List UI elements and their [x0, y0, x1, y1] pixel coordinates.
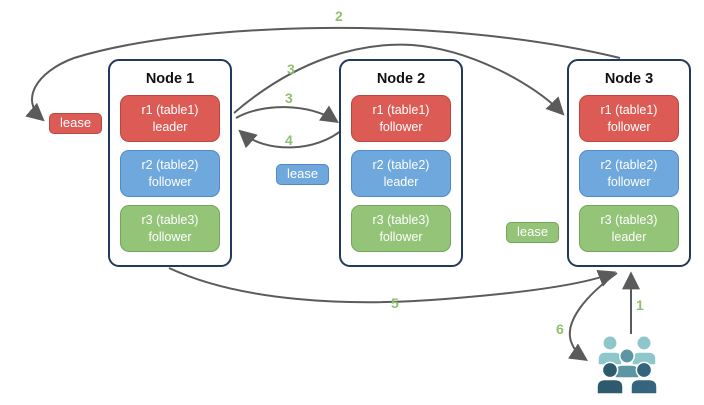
node-2-card: Node 2 r1 (table1) follower r2 (table2) …	[339, 59, 463, 267]
node-3-replica-r1: r1 (table1) follower	[579, 95, 679, 142]
replica-name: r2 (table2)	[372, 158, 430, 173]
replica-role: leader	[152, 119, 188, 134]
lease-chip-table3: lease	[506, 222, 560, 243]
node-1-replica-r1: r1 (table1) leader	[120, 95, 220, 142]
node-3-title: Node 3	[604, 71, 654, 87]
node-3-replicas: r1 (table1) follower r2 (table2) followe…	[569, 95, 689, 252]
user-back-left	[597, 335, 623, 366]
node-3-card: Node 3 r1 (table1) follower r2 (table2) …	[567, 59, 691, 267]
user-front-right	[630, 361, 658, 395]
replica-role: follower	[607, 119, 651, 134]
node-1-replica-r3: r3 (table3) follower	[120, 205, 220, 252]
node-2-replicas: r1 (table1) follower r2 (table2) leader …	[341, 95, 461, 252]
step-label-2: 2	[335, 8, 343, 24]
step-label-1: 1	[636, 297, 644, 313]
node-1-card: Node 1 r1 (table1) leader r2 (table2) fo…	[108, 59, 232, 267]
replica-role: leader	[383, 174, 419, 189]
arrow-step-5-node1-to-node3	[168, 267, 617, 304]
replica-name: r1 (table1)	[372, 103, 430, 118]
step-label-6: 6	[556, 321, 564, 337]
replica-role: leader	[611, 229, 647, 244]
user-back-right	[631, 335, 657, 366]
node-2-replica-r2: r2 (table2) leader	[351, 150, 451, 197]
step-label-3b: 3	[285, 90, 293, 106]
arrow-step-6-node3-to-users	[568, 272, 618, 361]
lease-chip-table2: lease	[276, 164, 330, 185]
node-3-replica-r2: r2 (table2) follower	[579, 150, 679, 197]
lease-chip-table1: lease	[49, 113, 103, 134]
node-2-replica-r1: r1 (table1) follower	[351, 95, 451, 142]
replica-role: follower	[379, 229, 423, 244]
node-2-replica-r3: r3 (table3) follower	[351, 205, 451, 252]
arrow-step-3-node1-to-node2	[235, 105, 339, 123]
step-label-3a: 3	[287, 61, 295, 77]
step-label-4: 4	[285, 132, 293, 148]
replica-name: r2 (table2)	[141, 158, 199, 173]
replica-role: follower	[379, 119, 423, 134]
replica-role: follower	[607, 174, 651, 189]
replica-name: r3 (table3)	[600, 213, 658, 228]
node-2-title: Node 2	[376, 71, 426, 87]
arrow-step-4-node2-to-node1	[238, 128, 344, 149]
replica-role: follower	[148, 229, 192, 244]
user-front-left	[596, 361, 624, 395]
replica-name: r3 (table3)	[141, 213, 199, 228]
node-3-replica-r3: r3 (table3) leader	[579, 205, 679, 252]
arrow-step-3-node1-to-node3	[233, 43, 565, 116]
users-icon	[595, 333, 661, 404]
replica-name: r1 (table1)	[141, 103, 199, 118]
node-1-replicas: r1 (table1) leader r2 (table2) follower …	[110, 95, 230, 252]
node-1-title: Node 1	[145, 71, 195, 87]
replica-name: r1 (table1)	[600, 103, 658, 118]
replica-name: r2 (table2)	[600, 158, 658, 173]
step-label-5: 5	[391, 295, 399, 311]
replica-name: r3 (table3)	[372, 213, 430, 228]
node-1-replica-r2: r2 (table2) follower	[120, 150, 220, 197]
replica-role: follower	[148, 174, 192, 189]
arrow-step-2-node3-to-lease1	[25, 26, 621, 122]
